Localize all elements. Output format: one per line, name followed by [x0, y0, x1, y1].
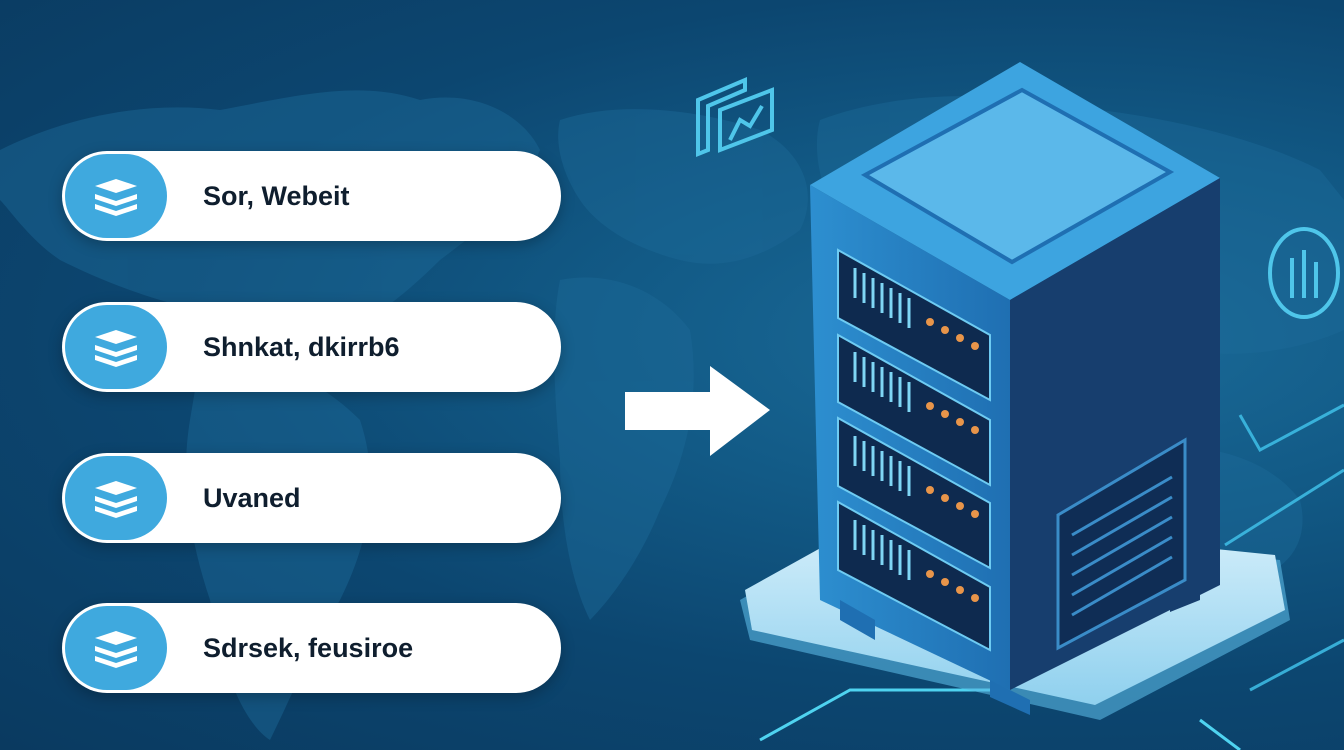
- list-item-label: Sor, Webeit: [203, 181, 350, 211]
- list-item[interactable]: Sor, Webeit: [62, 151, 561, 241]
- stack-icon: [65, 456, 167, 540]
- stack-icon: [65, 305, 167, 389]
- bar-chart-circle-icon: [1268, 227, 1340, 319]
- server-rack-illustration: [740, 62, 1290, 720]
- list-item-label: Sdrsek, feusiroe: [203, 633, 414, 663]
- list-item-label: Shnkat, dkirrb6: [203, 332, 400, 362]
- chart-frame-icon: [696, 76, 774, 157]
- list-item[interactable]: Sdrsek, feusiroe: [62, 603, 561, 693]
- list-item[interactable]: Shnkat, dkirrb6: [62, 302, 561, 392]
- stack-icon: [65, 606, 167, 690]
- stack-icon: [65, 154, 167, 238]
- list-item-label: Uvaned: [203, 483, 301, 513]
- arrow-right-icon: [625, 366, 770, 456]
- list-item[interactable]: Uvaned: [62, 453, 561, 543]
